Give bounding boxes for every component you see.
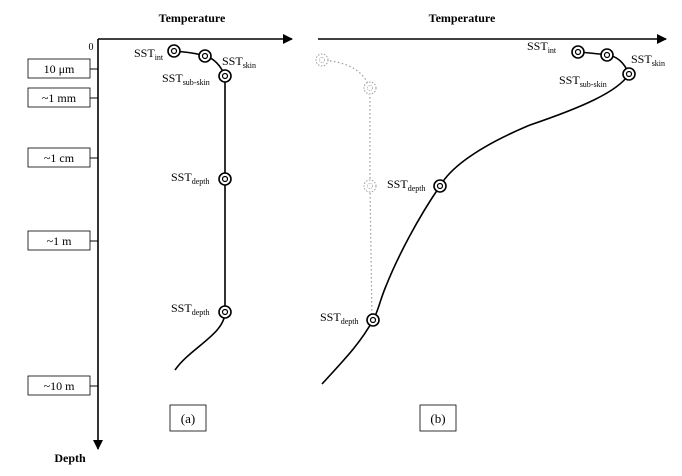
svg-text:~10 m: ~10 m bbox=[44, 379, 75, 393]
depth-mark-10m: ~10 m bbox=[27, 375, 98, 396]
reference-markers-b bbox=[315, 53, 377, 193]
profile-curve-a bbox=[173, 50, 226, 371]
sst-depth-marker-a-upper bbox=[218, 172, 232, 186]
sst-depth-marker-b-upper bbox=[433, 179, 447, 193]
reference-int-marker-b bbox=[315, 53, 329, 67]
temperature-axis-a-label: Temperature bbox=[159, 11, 226, 25]
svg-text:(b): (b) bbox=[430, 411, 445, 426]
sst-depth-label-b-upper: SSTdepth bbox=[387, 177, 425, 193]
depth-axis-label: Depth bbox=[54, 451, 86, 465]
origin-label: 0 bbox=[89, 42, 94, 53]
markers-a bbox=[167, 44, 232, 319]
sst-labels-b: SSTint SSTskin SSTsub-skin SSTdepth SSTd… bbox=[320, 39, 665, 326]
profile-curve-b bbox=[321, 51, 630, 385]
depth-mark-1mm: ~1 mm bbox=[27, 87, 98, 108]
sst-labels-a: SSTint SSTskin SSTsub-skin SSTdepth SSTd… bbox=[134, 46, 256, 317]
svg-text:~1 mm: ~1 mm bbox=[42, 91, 77, 105]
depth-mark-1m: ~1 m bbox=[27, 230, 98, 251]
svg-text:(a): (a) bbox=[181, 411, 195, 426]
svg-text:~1 m: ~1 m bbox=[47, 234, 72, 248]
sst-skin-marker-a bbox=[198, 49, 212, 63]
depth-mark-1cm: ~1 cm bbox=[27, 147, 98, 168]
svg-text:~1 cm: ~1 cm bbox=[44, 151, 75, 165]
sst-subskin-label-b: SSTsub-skin bbox=[559, 73, 607, 89]
sst-depth-marker-a-lower bbox=[218, 305, 232, 319]
sst-int-label-a: SSTint bbox=[134, 46, 164, 62]
sst-int-marker-a bbox=[167, 44, 181, 58]
sst-depth-label-a-lower: SSTdepth bbox=[171, 301, 209, 317]
sst-skin-label-a: SSTskin bbox=[222, 54, 256, 70]
reference-subskin-marker-b bbox=[363, 81, 377, 95]
panel-label-a: (a) bbox=[169, 404, 207, 432]
depth-mark-10um: 10 μm bbox=[27, 58, 98, 79]
depth-marks: 10 μm ~1 mm ~1 cm ~1 m ~10 m bbox=[27, 58, 98, 396]
sst-skin-label-b: SSTskin bbox=[631, 52, 665, 68]
sst-subskin-marker-b bbox=[622, 67, 636, 81]
sst-skin-marker-b bbox=[600, 48, 614, 62]
sst-subskin-label-a: SSTsub-skin bbox=[162, 71, 210, 87]
svg-text:10 μm: 10 μm bbox=[44, 62, 75, 76]
markers-b bbox=[366, 45, 636, 327]
sst-int-label-b: SSTint bbox=[527, 39, 557, 55]
sst-int-marker-b bbox=[571, 45, 585, 59]
temperature-axis-b-label: Temperature bbox=[429, 11, 496, 25]
panel-label-b: (b) bbox=[419, 404, 457, 432]
sst-depth-label-a-upper: SSTdepth bbox=[171, 170, 209, 186]
sst-subskin-marker-a bbox=[218, 69, 232, 83]
sst-depth-label-b-lower: SSTdepth bbox=[320, 310, 358, 326]
sst-depth-marker-b-lower bbox=[366, 313, 380, 327]
reference-depth-marker-b bbox=[363, 179, 377, 193]
reference-profile-curve-b bbox=[321, 59, 373, 321]
